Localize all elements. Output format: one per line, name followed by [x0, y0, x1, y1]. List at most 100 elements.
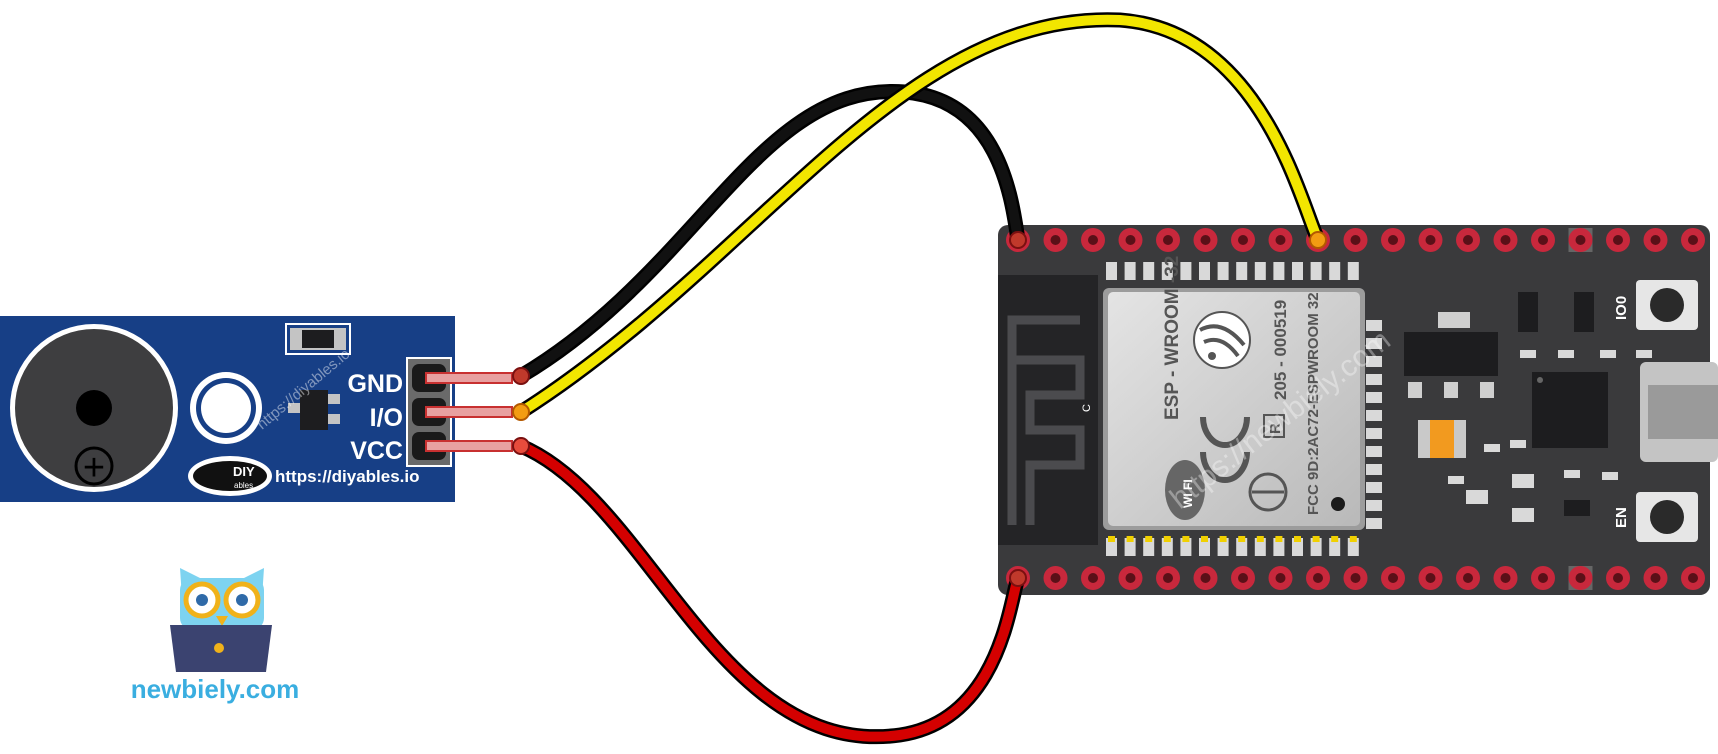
- module-pad: [1199, 262, 1210, 280]
- logo-inner: [193, 461, 267, 491]
- header-pin: [1643, 566, 1668, 590]
- module-side-pad: [1366, 500, 1382, 511]
- buzzer-module: + https://diyables.io DIY ables https://…: [0, 316, 455, 502]
- module-pad: [1292, 262, 1303, 280]
- module-pad: [1236, 538, 1248, 556]
- fcc-logo-icon: [1248, 472, 1288, 512]
- espressif-logo-icon: [1193, 311, 1251, 369]
- rf-shield: [1108, 292, 1360, 526]
- regulator-leg: [1408, 382, 1422, 398]
- website-label: https://diyables.io: [275, 467, 420, 486]
- module-pad: [1161, 262, 1173, 280]
- antenna-trace: [1007, 315, 1085, 525]
- module-pad: [1106, 262, 1117, 280]
- module-pad: [1310, 262, 1322, 280]
- header-pin: [1043, 228, 1068, 252]
- wifi-logo-icon: WI FI: [1165, 460, 1205, 520]
- wire-vcc: [516, 441, 1023, 742]
- smd-part: [1600, 350, 1616, 358]
- module-pad: [1347, 262, 1359, 280]
- voltage-regulator: [1404, 332, 1498, 376]
- header-pin: [1681, 566, 1705, 590]
- module-pad-gold: [1163, 536, 1171, 542]
- mount-hole: [201, 383, 251, 433]
- header-pins-bottom: [1006, 566, 1705, 590]
- antenna-label: C: [1081, 404, 1093, 412]
- module-pad-gold: [1331, 536, 1339, 542]
- io-pin: [425, 406, 513, 418]
- pin-label-vcc: VCC: [350, 437, 403, 465]
- module-pad: [1273, 538, 1285, 556]
- registered-box: [1263, 414, 1285, 438]
- buzzer-hole: [76, 390, 112, 426]
- board-end-io: [1309, 231, 1327, 249]
- module-pad: [1143, 262, 1155, 280]
- smd-capacitor: [1512, 474, 1534, 488]
- module-pad: [1124, 538, 1136, 556]
- module-pad: [1161, 538, 1173, 556]
- module-side-pad: [1366, 392, 1382, 403]
- header-pin: [1568, 566, 1593, 590]
- chip-dot: [1537, 377, 1543, 383]
- module-pad: [1254, 538, 1266, 556]
- module-side-pad: [1366, 356, 1382, 367]
- transistor-leg: [328, 394, 340, 404]
- module-pad-gold: [1108, 536, 1115, 542]
- module-side-pad: [1366, 374, 1382, 385]
- en-label: EN: [1613, 507, 1630, 528]
- module-pad: [1292, 538, 1303, 556]
- header-pin: [1156, 566, 1180, 590]
- io0-button: [1636, 280, 1698, 330]
- smd-part: [1510, 440, 1526, 448]
- module-pads: [1106, 262, 1359, 556]
- wire-io: [516, 14, 1323, 417]
- vcc-pin: [425, 440, 513, 452]
- transistor-leg: [288, 403, 300, 413]
- wire-end-vcc: [512, 437, 530, 455]
- module-side-pad: [1366, 428, 1382, 439]
- module-side-pads: [1366, 320, 1382, 529]
- usb-port: [1648, 385, 1718, 439]
- smd-part: [1564, 470, 1580, 478]
- header-pin: [1343, 228, 1368, 252]
- wires: [512, 12, 1327, 745]
- module-pad-gold: [1126, 536, 1134, 542]
- regulator-leg: [1444, 382, 1458, 398]
- transistor-leg: [328, 414, 340, 424]
- esp32-board: C ESP - WROOM -32 205 - 000519 FCC 9D:2A…: [998, 225, 1718, 595]
- header-pin: [1418, 228, 1443, 252]
- header-pin: [1306, 566, 1330, 590]
- logo-subtext: ables: [234, 481, 253, 490]
- header-pin: [1193, 566, 1218, 590]
- header-pin: [1043, 566, 1068, 590]
- module-pad-gold: [1349, 536, 1357, 542]
- transistor: [1518, 292, 1538, 332]
- header-pin: [1606, 228, 1630, 252]
- module-pad: [1199, 538, 1210, 556]
- module-pad: [1180, 538, 1192, 556]
- header-pin: [1531, 228, 1555, 252]
- smd-diode: [1564, 500, 1590, 516]
- module-side-pad: [1366, 446, 1382, 457]
- module-pins: [425, 372, 513, 452]
- module-side-pad: [1366, 320, 1382, 331]
- header-pin: [1643, 228, 1668, 252]
- owl-mascot-icon: [170, 568, 272, 672]
- usb-uart-chip: [1532, 372, 1608, 448]
- regulator-tab: [1438, 312, 1470, 328]
- pin1-dot: [1331, 497, 1345, 511]
- module-pad: [1329, 538, 1341, 556]
- module-pad: [1143, 538, 1155, 556]
- smd-capacitor: [1512, 508, 1534, 522]
- sot23-transistor: [300, 390, 328, 430]
- wire-end-io: [512, 403, 530, 421]
- module-pad-gold: [1145, 536, 1153, 542]
- module-pad: [1310, 538, 1322, 556]
- header-pin: [1118, 228, 1143, 252]
- module-pad: [1347, 538, 1359, 556]
- module-pad: [1180, 262, 1192, 280]
- module-pad-gold: [1182, 536, 1190, 542]
- module-name: ESP - WROOM -32: [1162, 256, 1183, 420]
- module-side-pad: [1366, 464, 1382, 475]
